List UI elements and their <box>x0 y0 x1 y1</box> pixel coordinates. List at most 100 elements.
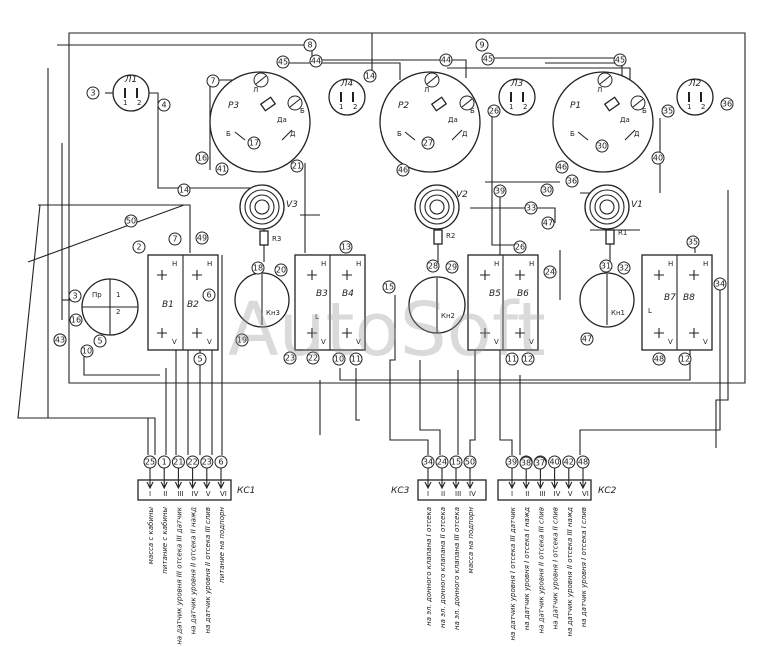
svg-text:КС3: КС3 <box>391 486 410 496</box>
wire-node-3: 3 <box>68 289 82 303</box>
svg-text:34: 34 <box>715 280 725 289</box>
relay-r1: Р1 Л Б Да Б Д <box>552 71 654 173</box>
wire-node-45: 45 <box>276 55 290 69</box>
svg-text:26: 26 <box>515 243 525 252</box>
relay-r3: Р3 Л Б Да Б Д <box>209 71 311 173</box>
coil-v2: V2 <box>414 184 468 230</box>
svg-text:17: 17 <box>249 139 259 148</box>
svg-text:27: 27 <box>423 139 433 148</box>
svg-text:28: 28 <box>428 262 438 271</box>
svg-text:В2: В2 <box>187 300 199 310</box>
svg-text:Да: Да <box>448 116 458 124</box>
wire-node-21: 21 <box>290 159 304 173</box>
svg-text:КС2: КС2 <box>598 486 617 496</box>
switch-block-b7-b8: В7 В8 Н Н L V V <box>641 254 713 351</box>
resistor-r2: R2 <box>433 229 455 262</box>
svg-text:39: 39 <box>507 458 517 467</box>
wire-node-10: 10 <box>80 344 94 358</box>
svg-text:Р2: Р2 <box>398 101 409 111</box>
svg-text:37: 37 <box>535 459 545 468</box>
svg-text:V: V <box>668 338 673 346</box>
svg-text:46: 46 <box>557 163 567 172</box>
svg-text:V2: V2 <box>456 190 468 200</box>
fuse-pr: Пр 1 2 <box>81 278 139 336</box>
caption-ks1-4: на датчик уровня II отсека II нажд <box>190 507 198 635</box>
wire-node-12: 12 <box>678 352 692 366</box>
wire-node-12: 12 <box>521 352 535 366</box>
button-kn2: Кн2 <box>408 276 466 334</box>
wire-node-7: 7 <box>168 232 182 246</box>
wire-node-2: 2 <box>132 240 146 254</box>
svg-text:Кн3: Кн3 <box>266 309 280 317</box>
svg-text:25: 25 <box>145 458 155 467</box>
wire-node-11: 11 <box>505 352 519 366</box>
svg-text:45: 45 <box>615 56 625 65</box>
wire-harness <box>17 32 746 455</box>
svg-text:39: 39 <box>495 187 505 196</box>
wire-node-38: 38 <box>519 456 533 470</box>
svg-text:29: 29 <box>447 263 457 272</box>
svg-text:6: 6 <box>206 291 211 300</box>
svg-text:Н: Н <box>207 260 212 268</box>
caption-ks1-6: питание на подпорн <box>218 507 226 583</box>
svg-text:23: 23 <box>202 458 212 467</box>
svg-text:II: II <box>441 490 445 498</box>
wire-node-9: 9 <box>475 38 489 52</box>
connector-ks1-pin-6: 6VI <box>214 455 228 498</box>
svg-text:24: 24 <box>437 458 447 467</box>
wire-node-4: 4 <box>157 98 171 112</box>
svg-text:Б: Б <box>397 130 402 138</box>
svg-text:IV: IV <box>554 490 561 498</box>
svg-text:Н: Н <box>356 260 361 268</box>
switch-block-b3-b4: В3 В4 Н Н L V V <box>294 254 366 351</box>
svg-text:50: 50 <box>465 458 475 467</box>
svg-text:В7: В7 <box>664 293 676 303</box>
svg-text:3: 3 <box>90 89 95 98</box>
svg-text:Р3: Р3 <box>228 101 239 111</box>
svg-text:Н: Н <box>703 260 708 268</box>
svg-text:48: 48 <box>654 355 664 364</box>
caption-ks1-5: на датчик уровня II отсека III слив <box>204 507 212 633</box>
caption-ks3-2: на эл. донного клапана II отсека <box>439 507 447 628</box>
lamp-l3: Л3 1 2 <box>498 78 536 116</box>
caption-ks1-2: питание с кабины <box>161 507 169 574</box>
svg-text:31: 31 <box>601 262 611 271</box>
svg-text:41: 41 <box>217 165 227 174</box>
svg-text:40: 40 <box>653 154 663 163</box>
svg-text:Л4: Л4 <box>340 79 354 89</box>
caption-ks2-5: на датчик уровня II отсека III нажд <box>566 507 574 637</box>
caption-ks2-1: на датчик уровня I отсека III датчик <box>509 506 517 640</box>
resistor-r3: R3 <box>259 229 281 262</box>
svg-text:34: 34 <box>423 458 433 467</box>
svg-text:10: 10 <box>82 347 92 356</box>
svg-text:Б: Б <box>300 107 305 115</box>
svg-text:2: 2 <box>116 308 120 316</box>
svg-text:33: 33 <box>526 204 536 213</box>
wire-node-16: 16 <box>195 151 209 165</box>
connector-ks2-pin-5: 42V <box>562 455 576 498</box>
wire-node-43: 43 <box>53 333 67 347</box>
svg-text:1: 1 <box>116 291 120 299</box>
svg-text:2: 2 <box>523 103 527 111</box>
svg-text:40: 40 <box>550 458 560 467</box>
svg-text:22: 22 <box>308 354 318 363</box>
svg-text:13: 13 <box>341 243 351 252</box>
svg-text:19: 19 <box>237 336 247 345</box>
svg-text:Б: Б <box>470 107 475 115</box>
svg-text:I: I <box>149 490 151 498</box>
caption-ks1-1: масса с кабины <box>147 507 155 565</box>
svg-text:V1: V1 <box>631 200 643 210</box>
wire-node-10: 10 <box>332 352 346 366</box>
svg-text:Р1: Р1 <box>570 101 581 111</box>
wire-node-37: 37 <box>533 456 547 470</box>
wire-node-26: 26 <box>513 240 527 254</box>
svg-text:2: 2 <box>353 103 357 111</box>
svg-text:12: 12 <box>680 355 690 364</box>
switch-block-b5-b6: В5 В6 Н Н V V <box>467 254 539 351</box>
wire-node-6: 6 <box>202 288 216 302</box>
svg-text:V: V <box>206 490 211 498</box>
svg-text:Л: Л <box>253 86 258 94</box>
